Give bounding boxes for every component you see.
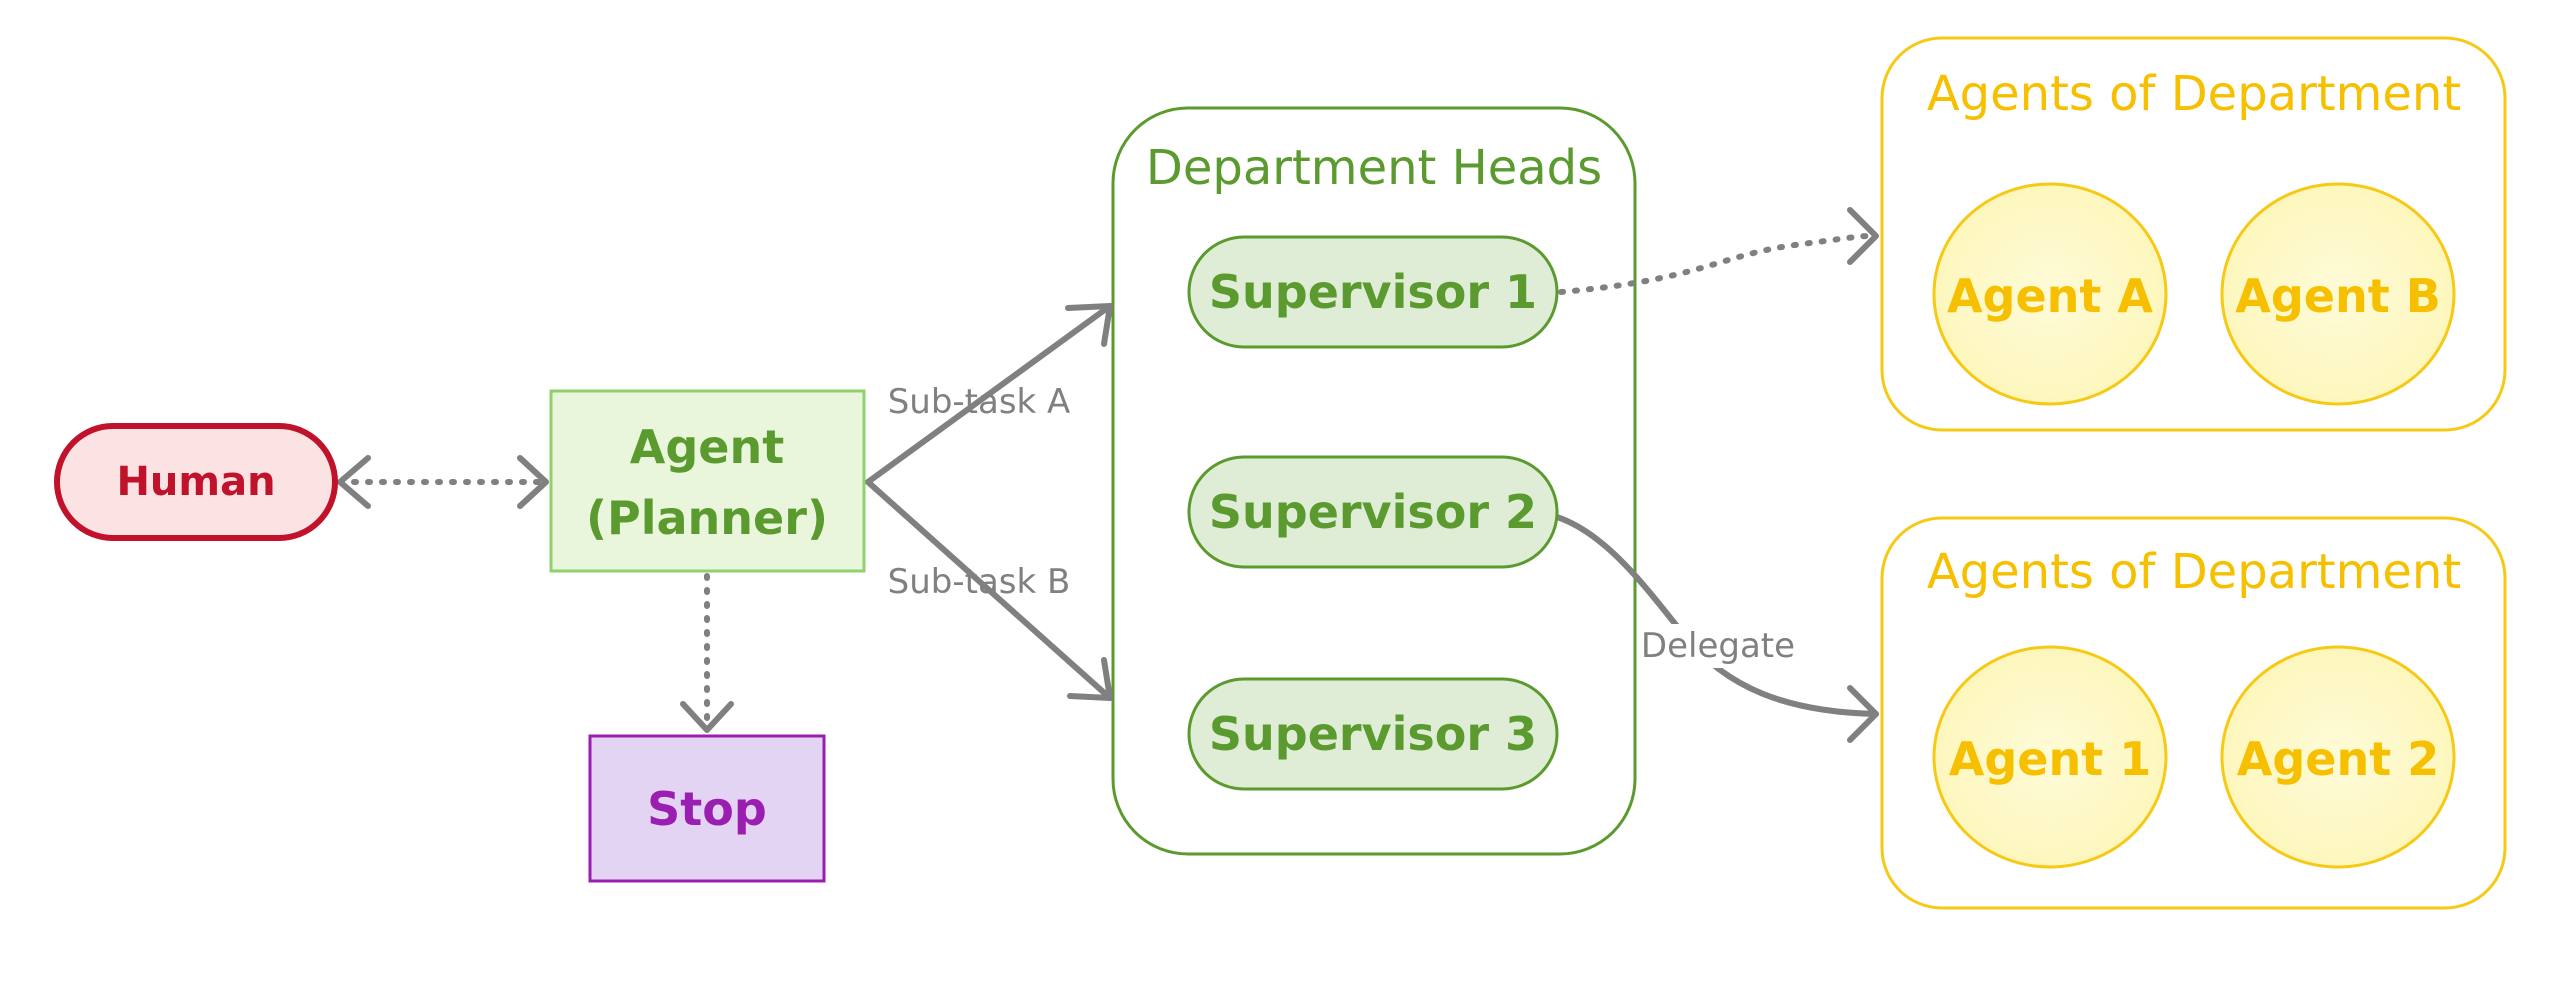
subtask-b-label: Sub-task B bbox=[888, 562, 1071, 602]
planner-side-arrowhead bbox=[517, 455, 549, 509]
subtask-a-edge bbox=[865, 303, 1113, 485]
human-label: Human bbox=[116, 459, 275, 505]
subtask-b-arrowhead bbox=[1067, 657, 1113, 701]
subtask-b-edge bbox=[865, 479, 1113, 701]
agent-b-node bbox=[2220, 182, 2456, 406]
stop-arrowhead bbox=[680, 701, 734, 733]
stop-node bbox=[588, 734, 826, 883]
supervisor-3-label: Supervisor 3 bbox=[1209, 707, 1537, 761]
supervisor-1-node bbox=[1187, 235, 1559, 349]
agent-1-node bbox=[1932, 645, 2168, 869]
planner-node bbox=[549, 389, 866, 573]
supervisor-2-node bbox=[1187, 455, 1559, 569]
agent-a-label: Agent A bbox=[1947, 269, 2153, 323]
human-node bbox=[54, 423, 338, 541]
delegate-label-background bbox=[1642, 624, 1794, 668]
delegate-label: Delegate bbox=[1641, 626, 1795, 666]
planner-label-line1: Agent bbox=[630, 420, 784, 474]
supervisor-2-label: Supervisor 2 bbox=[1209, 485, 1537, 539]
delegate-arrowhead bbox=[1847, 685, 1879, 743]
subtask-a-label: Sub-task A bbox=[888, 382, 1071, 422]
agent-1-label: Agent 1 bbox=[1949, 732, 2152, 786]
agent-2-label: Agent 2 bbox=[2237, 732, 2440, 786]
planner-label-line2: (Planner) bbox=[586, 491, 828, 545]
agents-of-department-bottom-title: Agents of Department bbox=[1927, 544, 2461, 600]
agent-b-label: Agent B bbox=[2235, 269, 2441, 323]
supervisor-1-label: Supervisor 1 bbox=[1209, 265, 1537, 319]
agent-a-node bbox=[1932, 182, 2168, 406]
agents-of-department-top-title: Agents of Department bbox=[1927, 66, 2461, 122]
subtask-a-arrowhead bbox=[1065, 303, 1113, 347]
stop-label: Stop bbox=[647, 782, 767, 836]
human-side-arrowhead bbox=[337, 455, 371, 509]
supervisor-3-node bbox=[1187, 677, 1559, 791]
supervisor1-agents-arrowhead bbox=[1847, 207, 1879, 265]
department-heads-title: Department Heads bbox=[1146, 140, 1602, 196]
supervisor1-agents-edge bbox=[1558, 232, 1879, 295]
agent-2-node bbox=[2220, 645, 2456, 869]
